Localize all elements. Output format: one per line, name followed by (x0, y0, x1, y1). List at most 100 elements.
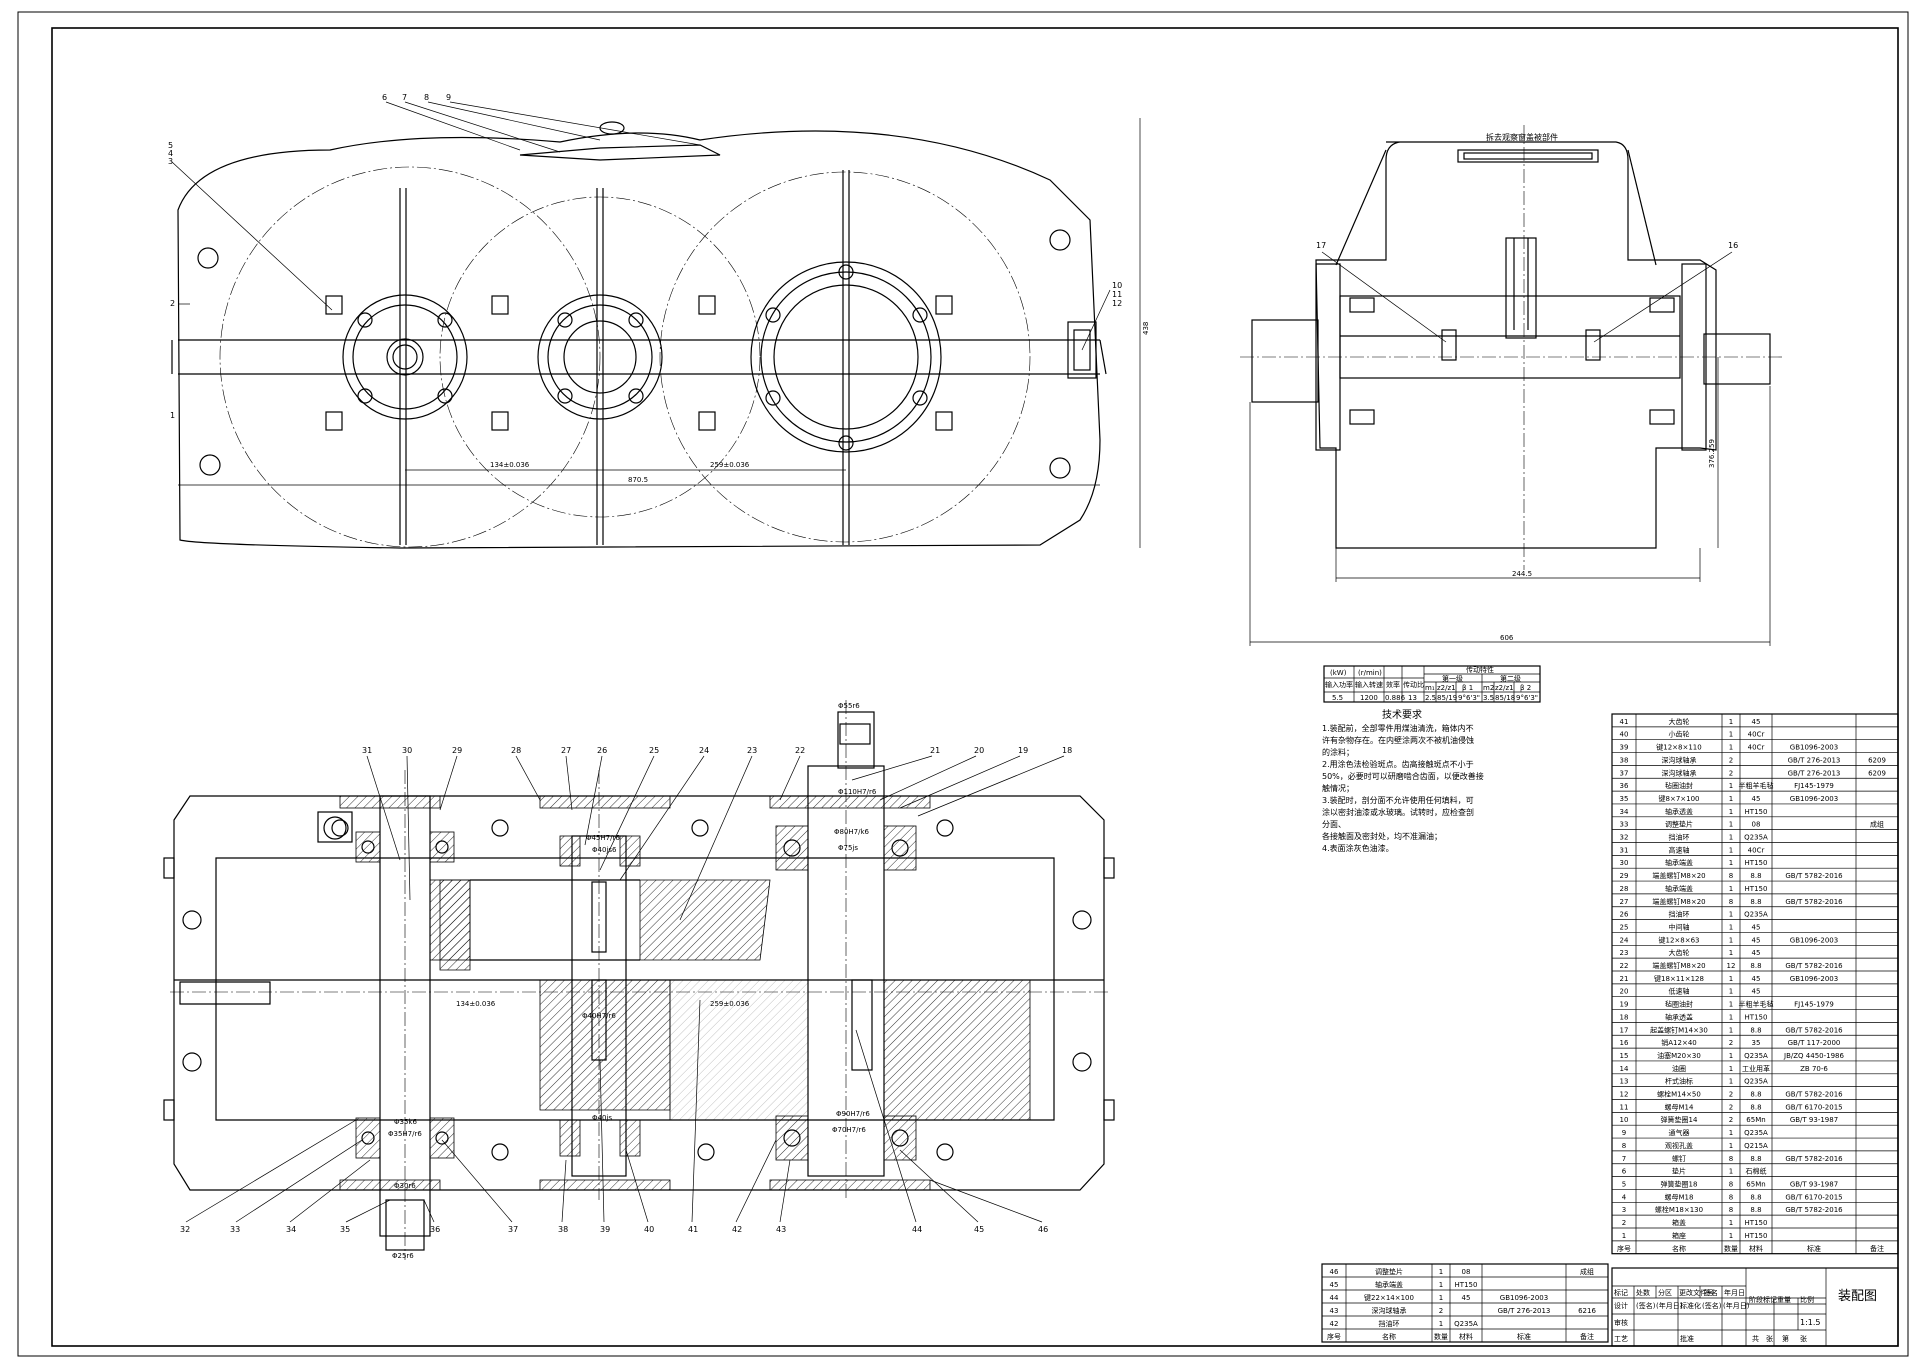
balloon-36: 36 (430, 1225, 440, 1234)
parts-lower-row-cell: 42 (1330, 1320, 1339, 1328)
parts-row-cell: 15 (1620, 1052, 1629, 1060)
parts-row-cell: 28 (1620, 885, 1629, 893)
parts-row-cell: 08 (1752, 821, 1761, 829)
perf-stage2: 第二级 (1500, 674, 1521, 683)
parts-row-cell: 1 (1622, 1232, 1626, 1240)
parts-row-cell: 8.8 (1750, 1026, 1761, 1034)
parts-row-cell: 8.8 (1750, 1103, 1761, 1111)
balloon-24: 24 (699, 746, 709, 755)
parts-row-cell: 2 (1729, 1039, 1733, 1047)
perf-h-power: 输入功率 (1325, 680, 1353, 689)
parts-lower-row-cell: 挡油环 (1379, 1319, 1400, 1328)
parts-row-cell: 45 (1752, 975, 1761, 983)
parts-row-cell: HT150 (1745, 885, 1768, 893)
parts-row-cell: 调整垫片 (1665, 820, 1693, 829)
parts-lower-row-cell: 深沟球轴承 (1372, 1306, 1407, 1315)
balloon-42: 42 (732, 1225, 742, 1234)
parts-row-cell: 45 (1752, 949, 1761, 957)
perf-h-char: 传动特性 (1466, 665, 1494, 674)
parts-lower-row-cell: 08 (1462, 1268, 1471, 1276)
perf-h-speed: 输入转速 (1355, 680, 1383, 689)
tb-label2-0: 设计 (1614, 1301, 1628, 1310)
parts-row-cell: 38 (1620, 756, 1629, 764)
parts-row-cell: 1 (1729, 949, 1733, 957)
parts-row-cell: 1 (1729, 808, 1733, 816)
tb-label-2: 分区 (1658, 1288, 1672, 1297)
parts-row-cell: 成组 (1870, 820, 1884, 829)
tb-label-4: 签名 (1704, 1288, 1718, 1297)
parts-row-cell: GB/T 5782-2016 (1785, 898, 1843, 906)
balloon-38: 38 (558, 1225, 568, 1234)
balloon-44: 44 (912, 1225, 922, 1234)
dim-overall: 870.5 (628, 476, 648, 484)
parts-row-cell: 2 (1729, 1103, 1733, 1111)
parts-row-cell: 8.8 (1750, 962, 1761, 970)
tb-label-5: 年月日 (1724, 1288, 1745, 1297)
side-view: 拆去观察窗盖被部件 244.5 606 376.259 17 16 (1240, 125, 1785, 646)
parts-row-cell: 轴承端盖 (1665, 884, 1693, 893)
parts-row-cell: 1 (1729, 782, 1733, 790)
balloon-32: 32 (180, 1225, 190, 1234)
parts-lower-row-header: 序号 (1327, 1332, 1341, 1341)
tech-requirements: 技术要求 1.装配前，全部零件用煤油清洗，箱体内不 许有杂物存在。在内壁涂两次不… (1322, 708, 1484, 853)
parts-lower-row-cell: 46 (1330, 1268, 1339, 1276)
parts-row-cell: HT150 (1745, 1013, 1768, 1021)
parts-row-cell: 端盖螺钉M8×20 (1652, 961, 1705, 970)
tech-line-7: 涂以密封油漆或水玻璃。试转时，应检查剖 (1322, 807, 1474, 817)
parts-row-cell: 2 (1729, 756, 1733, 764)
tech-line-10: 4.表面涂灰色油漆。 (1322, 843, 1394, 853)
fv-dim-d8: Φ35k6 (394, 1118, 417, 1126)
tech-line-1: 许有杂物存在。在内壁涂两次不被机油侵蚀 (1322, 735, 1474, 745)
parts-row-cell: 毡圈油封 (1665, 781, 1693, 790)
parts-row-cell: 油塞M20×30 (1657, 1051, 1701, 1060)
parts-lower-row-cell: 调整垫片 (1375, 1267, 1403, 1276)
perf-v-3: 13 (1408, 694, 1417, 702)
perf-v-2: 0.886 (1385, 694, 1406, 702)
balloon-17: 17 (1316, 241, 1326, 250)
parts-row-cell: 5 (1622, 1180, 1626, 1188)
balloon-43: 43 (776, 1225, 786, 1234)
balloon-9: 9 (446, 93, 451, 102)
parts-row-cell: 弹簧垫圈14 (1661, 1115, 1698, 1124)
parts-lower-row-cell: 45 (1462, 1294, 1471, 1302)
parts-row-cell: 21 (1620, 975, 1629, 983)
parts-row-cell: 12 (1727, 962, 1736, 970)
balloon-26: 26 (597, 746, 607, 755)
parts-row-cell: 深沟球轴承 (1662, 755, 1697, 764)
parts-row-cell: 1 (1729, 718, 1733, 726)
parts-lower-row-cell: GB/T 276-2013 (1498, 1307, 1551, 1315)
parts-row-cell: 1 (1729, 846, 1733, 854)
parts-row-cell: FJ145-1979 (1794, 782, 1834, 790)
parts-row-cell: 键12×8×110 (1656, 743, 1701, 752)
parts-row-cell: JB/ZQ 4450-1986 (1783, 1052, 1844, 1060)
parts-row-cell: 8.8 (1750, 872, 1761, 880)
parts-row-cell: 11 (1620, 1103, 1629, 1111)
parts-row-cell: 4 (1622, 1193, 1627, 1201)
parts-row-cell: 31 (1620, 846, 1629, 854)
balloon-40: 40 (644, 1225, 654, 1234)
parts-row-cell: 螺钉 (1672, 1154, 1686, 1163)
parts-lower-row-cell: 2 (1439, 1307, 1443, 1315)
parts-row-cell: 17 (1620, 1026, 1629, 1034)
perf-v-4: 2.5 (1425, 694, 1436, 702)
balloon-5: 5 (168, 141, 173, 150)
parts-row-cell: 3 (1622, 1206, 1626, 1214)
parts-row-cell: 深沟球轴承 (1662, 768, 1697, 777)
perf-sh-3: m2 (1483, 684, 1494, 692)
parts-row-cell: 34 (1620, 808, 1629, 816)
tb-scale-label: 比例 (1800, 1295, 1814, 1304)
parts-row-header: 备注 (1870, 1244, 1884, 1253)
parts-row-cell: 6209 (1868, 769, 1886, 777)
parts-row-cell: 螺母M18 (1665, 1192, 1694, 1201)
flange-bolts (325, 295, 953, 431)
parts-row-cell: 8 (1622, 1142, 1626, 1150)
outer-frame (17, 11, 1909, 1357)
perf-v-5: 85/19 (1437, 694, 1457, 702)
balloon-34: 34 (286, 1225, 296, 1234)
parts-row-cell: 1 (1729, 834, 1733, 842)
parts-row-cell: GB/T 5782-2016 (1785, 1091, 1843, 1099)
parts-lower-row-header: 材料 (1459, 1332, 1473, 1341)
balloon-30: 30 (402, 746, 412, 755)
parts-row-cell: 40 (1620, 731, 1629, 739)
side-dim-inner: 244.5 (1512, 570, 1532, 578)
